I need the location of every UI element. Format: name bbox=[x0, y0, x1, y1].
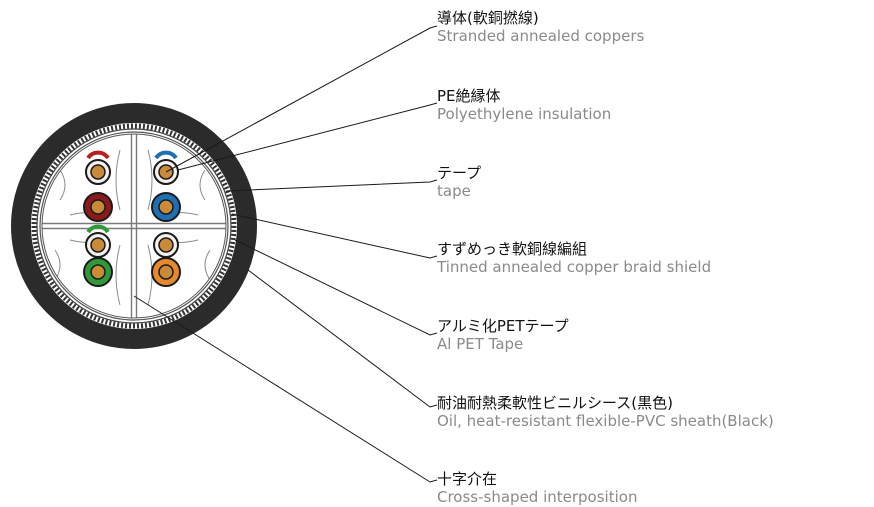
leader-line-insulation bbox=[177, 102, 438, 171]
label-al-pet-tape-ja: アルミ化PETテープ bbox=[437, 317, 569, 335]
label-sheath: 耐油耐熱柔軟性ビニルシース(黒色) Oil, heat-resistant fl… bbox=[437, 394, 774, 430]
label-sheath-ja: 耐油耐熱柔軟性ビニルシース(黒色) bbox=[437, 394, 673, 412]
label-tape-ja: テープ bbox=[437, 164, 482, 182]
label-conductor-ja: 導体(軟銅撚線) bbox=[437, 9, 539, 27]
label-cross-interposition: 十字介在 Cross-shaped interposition bbox=[437, 470, 637, 506]
cross-interposition bbox=[42, 134, 226, 318]
label-tape-en: tape bbox=[437, 182, 471, 200]
label-braid-shield: すずめっき軟銅線編組 Tinned annealed copper braid … bbox=[437, 240, 711, 276]
leader-line-conductor bbox=[165, 25, 438, 173]
label-tape: テープ tape bbox=[437, 164, 481, 200]
label-conductor-en: Stranded annealed coppers bbox=[437, 27, 645, 45]
label-al-pet-tape-en: Al PET Tape bbox=[437, 335, 524, 353]
pair-green bbox=[83, 224, 113, 287]
leader-line-sheath bbox=[247, 269, 438, 408]
label-sheath-en: Oil, heat-resistant flexible-PVC sheath(… bbox=[437, 412, 774, 430]
pair-orange bbox=[151, 232, 181, 287]
label-conductor: 導体(軟銅撚線) Stranded annealed coppers bbox=[437, 9, 644, 45]
leader-line-al-pet bbox=[234, 239, 438, 336]
pair-blue bbox=[151, 150, 181, 222]
leader-lines bbox=[133, 25, 438, 483]
label-insulation: PE絶縁体 Polyethylene insulation bbox=[437, 87, 611, 123]
al-pet-tape bbox=[39, 131, 229, 321]
label-braid-shield-en: Tinned annealed copper braid shield bbox=[437, 258, 712, 276]
label-cross-interposition-ja: 十字介在 bbox=[437, 470, 498, 488]
pair-red bbox=[83, 150, 113, 222]
braid-shield bbox=[31, 123, 237, 329]
leader-line-cross bbox=[133, 295, 438, 483]
cable-cross-section bbox=[11, 103, 257, 349]
label-cross-interposition-en: Cross-shaped interposition bbox=[437, 488, 638, 506]
leader-line-tape bbox=[225, 179, 438, 192]
label-al-pet-tape: アルミ化PETテープ Al PET Tape bbox=[437, 317, 569, 353]
label-insulation-en: Polyethylene insulation bbox=[437, 105, 612, 123]
label-insulation-ja: PE絶縁体 bbox=[437, 87, 501, 105]
label-braid-shield-ja: すずめっき軟銅線編組 bbox=[437, 240, 588, 258]
leader-line-braid bbox=[231, 213, 438, 259]
